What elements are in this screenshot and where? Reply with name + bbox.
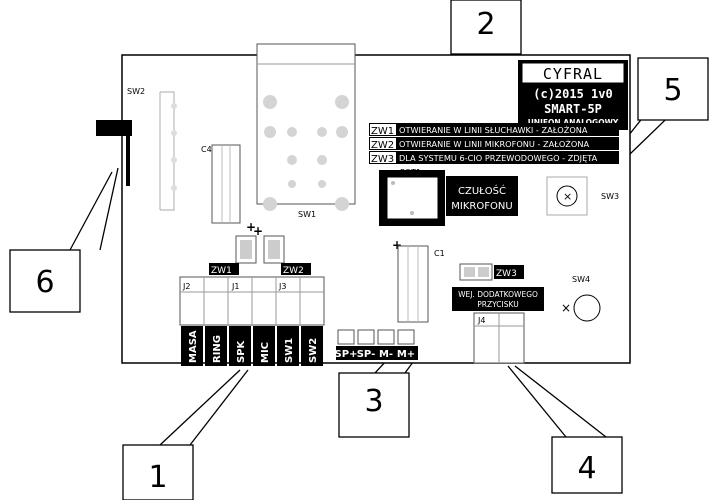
callout-1: 1 — [148, 460, 167, 495]
pin-label-2: M- — [379, 349, 393, 360]
terminal-label-0: MASA — [188, 330, 199, 363]
svg-text:×: × — [561, 301, 571, 315]
callout-6: 6 — [35, 265, 54, 300]
note-zw1-text: OTWIERANIE W LINII SŁUCHAWKI - ZAŁOŻONA — [399, 125, 588, 135]
terminal-label-2: SPK — [236, 339, 247, 363]
note-zw1-id: ZW1 — [371, 126, 394, 137]
sw4-button — [573, 294, 601, 322]
c1-plus: + — [392, 238, 402, 252]
c4-capacitor — [211, 144, 241, 224]
terminal-tag-4 — [277, 326, 299, 366]
c1-capacitor — [397, 245, 429, 323]
callout-3: 3 — [364, 384, 383, 419]
brand-name-box — [522, 63, 624, 83]
terminal-tag-5 — [301, 326, 323, 366]
brand-version: (c)2015 1v0 — [533, 87, 612, 101]
terminal-labels: MASA RING SPK MIC SW1 SW2 — [181, 326, 323, 366]
pot-caption-box — [446, 176, 518, 216]
note-zw3-text: DLA SYSTEMU 6-CIO PRZEWODOWEGO - ZDJĘTA — [399, 153, 598, 163]
svg-text:×: × — [563, 190, 572, 203]
brand-model: SMART-5P — [544, 102, 602, 116]
pin-label-1: SP- — [357, 349, 376, 360]
pin-label-0: SP+ — [335, 349, 358, 360]
sw1-label: SW1 — [298, 210, 316, 219]
jumper-notes: ZW1 ZW2 ZW3 OTWIERANIE W LINII SŁUCHAWKI… — [369, 123, 619, 165]
c4-label: C4 — [201, 145, 212, 154]
sw3-button — [556, 185, 578, 207]
terminal-label-4: SW1 — [284, 338, 295, 363]
brand-name: CYFRAL — [543, 65, 603, 83]
terminal-label-5: SW2 — [308, 338, 319, 363]
note-zw3-id: ZW3 — [371, 154, 394, 165]
terminal-tag-3 — [253, 326, 275, 366]
sw2-body — [159, 91, 175, 211]
pin-labels: SP+SP-M- M+ — [335, 349, 416, 360]
terminal-label-1: RING — [212, 335, 223, 363]
terminal-label-3: MIC — [260, 342, 271, 363]
sw2-label: SW2 — [127, 87, 145, 96]
note-zw2-text: OTWIERANIE W LINII MIKROFONU - ZAŁOŻONA — [399, 139, 589, 149]
callout-5: 5 — [663, 73, 682, 108]
c1-label: C1 — [434, 249, 445, 258]
zw1-label: ZW1 — [211, 266, 232, 276]
extra-button-caption-box — [452, 287, 544, 311]
j4-label: J4 — [477, 316, 485, 325]
zw-plus: + — [253, 224, 263, 238]
j3-label: J3 — [278, 282, 286, 291]
c4-plus: + — [246, 220, 256, 234]
j2-label: J2 — [182, 282, 190, 291]
sw2-lever-stem — [126, 120, 130, 186]
terminal-tag-0 — [181, 326, 203, 366]
callout-2: 2 — [476, 7, 495, 42]
extra-button-line1: WEJ. DODATKOWEGO — [458, 290, 538, 299]
sw3-label: SW3 — [601, 192, 619, 201]
pin-label-3: M+ — [397, 349, 415, 360]
extra-button-line2: PRZYCISKU — [477, 300, 518, 309]
callout-boxes — [9, 0, 709, 500]
callout-4: 4 — [577, 451, 596, 486]
sw1-pads — [263, 95, 349, 211]
terminal-tag-1 — [205, 326, 227, 366]
sw2-lever — [96, 120, 132, 136]
sw2-pads — [171, 103, 177, 191]
note-zw2-id: ZW2 — [371, 140, 394, 151]
sw3-body — [546, 176, 588, 216]
bottom-pin-header — [336, 329, 418, 360]
brand-subtitle: UNIFON ANALOGOWY — [528, 118, 619, 127]
terminal-tag-2 — [229, 326, 251, 366]
sw1-block — [256, 43, 356, 205]
pot-caption-line1: CZUŁOŚĆ — [458, 184, 506, 197]
zw3-label: ZW3 — [496, 269, 517, 279]
sw4-label: SW4 — [572, 275, 590, 284]
j1-label: J1 — [231, 282, 239, 291]
pot-caption-line2: MIKROFONU — [451, 201, 512, 212]
zw2-label: ZW2 — [283, 266, 304, 276]
